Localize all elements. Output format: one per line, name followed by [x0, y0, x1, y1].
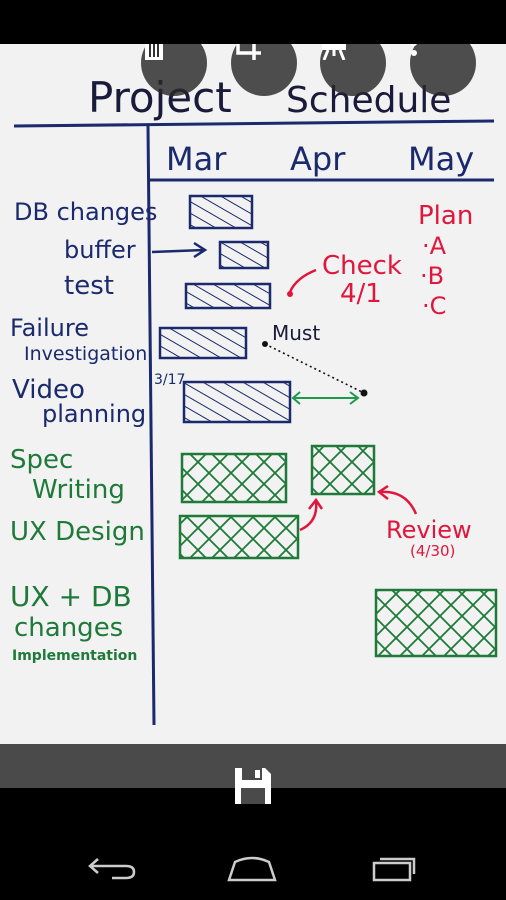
- slack-arrow: [291, 391, 360, 405]
- recents-icon: [372, 857, 416, 882]
- task-failure: Failure: [10, 314, 89, 342]
- task-ux-db: UX + DB: [10, 580, 132, 613]
- more-vert-icon: [411, 44, 417, 56]
- bar-buffer: [218, 240, 270, 270]
- plan-c: ·C: [422, 292, 446, 320]
- dependency-arrow: [299, 497, 324, 532]
- must-label: Must: [272, 321, 320, 345]
- task-changes: changes: [14, 613, 123, 643]
- plan-b: ·B: [420, 262, 444, 290]
- back-icon: [88, 858, 136, 880]
- task-column-rule: [146, 125, 156, 726]
- task-buffer: buffer: [64, 236, 136, 264]
- bar-test: [184, 282, 272, 310]
- bar-ux-db-implementation: [374, 588, 498, 658]
- crop-icon: [236, 44, 261, 60]
- whiteboard-enhance-button[interactable]: [320, 44, 386, 96]
- review-date: (4/30): [410, 542, 455, 560]
- bar-db-changes: [188, 194, 254, 230]
- task-ux-design: UX Design: [10, 517, 145, 547]
- bar-video-planning: [182, 380, 292, 424]
- task-writing: Writing: [32, 475, 125, 505]
- plan-title: Plan: [418, 201, 473, 231]
- recents-button[interactable]: [364, 846, 424, 890]
- plan-a: ·A: [422, 232, 447, 260]
- task-test: test: [64, 271, 114, 301]
- check-date: 4/1: [340, 279, 382, 309]
- buffer-arrow: [151, 241, 208, 259]
- task-implementation: Implementation: [12, 648, 137, 664]
- status-bar: [0, 0, 506, 44]
- bar-spec-writing-2: [310, 444, 376, 496]
- delete-button[interactable]: [141, 44, 207, 96]
- month-apr: Apr: [290, 140, 346, 178]
- crop-button[interactable]: [231, 44, 297, 96]
- month-may: May: [408, 140, 474, 178]
- whiteboard-drawing: Project Schedule Mar Apr May DB changes …: [10, 73, 498, 726]
- save-icon: [235, 768, 271, 804]
- task-video: Video: [12, 375, 85, 405]
- back-button[interactable]: [82, 846, 142, 890]
- check-dot: [287, 291, 293, 297]
- task-spec: Spec: [10, 445, 73, 475]
- home-icon: [227, 856, 277, 882]
- navigation-bar: [0, 808, 506, 900]
- whiteboard-photo: Project Schedule Mar Apr May DB changes …: [0, 44, 506, 744]
- check-label: Check: [322, 251, 402, 281]
- bar-ux-design: [178, 514, 300, 560]
- must-dotted-line: [264, 343, 363, 393]
- trash-icon: [145, 44, 163, 60]
- date-3-17: 3/17: [154, 372, 185, 388]
- month-mar: Mar: [166, 140, 227, 178]
- must-dot-end: [360, 389, 368, 397]
- task-db-changes: DB changes: [14, 198, 157, 226]
- review-label: Review: [386, 516, 472, 544]
- home-button[interactable]: [222, 846, 282, 890]
- check-pointer: [288, 268, 317, 293]
- more-options-button[interactable]: [410, 44, 476, 96]
- bar-spec-writing-1: [180, 452, 288, 504]
- header-rule: [13, 119, 495, 128]
- task-investigation: Investigation: [24, 343, 147, 365]
- whiteboard-icon: [322, 44, 346, 60]
- review-arrow: [376, 484, 418, 515]
- task-planning: planning: [42, 400, 146, 428]
- save-button[interactable]: [231, 764, 275, 808]
- bar-failure: [158, 326, 248, 360]
